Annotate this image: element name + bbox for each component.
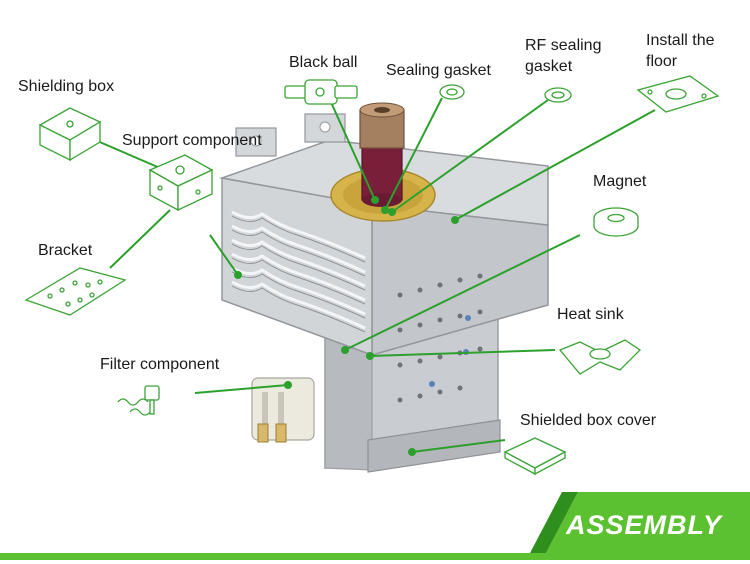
banner-title: ASSEMBLY	[566, 510, 723, 540]
heat-sink-fins	[231, 210, 366, 330]
leader-heat-sink	[369, 349, 556, 357]
label-support-component: Support component	[122, 132, 262, 149]
leader-support-component	[209, 234, 239, 276]
rf-sealing-gasket-icon	[544, 87, 572, 103]
shielded-box-cover-icon	[504, 437, 566, 476]
label-filter-component: Filter component	[100, 356, 220, 373]
assembly-banner	[0, 492, 750, 560]
support-component-icon	[148, 154, 214, 212]
leader-shielded-box-cover	[411, 439, 506, 453]
heat-sink-icon	[558, 339, 642, 375]
antenna-body	[361, 139, 403, 201]
magnet-icon	[593, 207, 639, 237]
label-bracket: Bracket	[38, 242, 93, 259]
leader-magnet	[344, 234, 581, 351]
label-heat-sink: Heat sink	[557, 306, 624, 323]
label-shielding-box: Shielding box	[18, 78, 115, 95]
label-rf-sealing-gasket: RF sealing gasket	[525, 37, 602, 75]
leader-shielding-box	[94, 139, 161, 169]
label-sealing-gasket: Sealing gasket	[386, 62, 491, 79]
side-panel-holes	[397, 273, 483, 403]
shielding-box-icon	[38, 107, 102, 162]
label-install-the-floor: Install the floor	[646, 32, 715, 70]
leader-sealing-gasket	[384, 97, 443, 211]
magnetron	[219, 102, 549, 473]
install-floor-icon	[636, 75, 720, 113]
magnetron-lower-front	[324, 337, 373, 471]
leader-dots	[234, 196, 459, 456]
bracket-icon	[24, 267, 127, 316]
shielded-box-cover-part	[367, 419, 501, 473]
filter-component-icon	[117, 385, 160, 416]
black-ball-icon	[284, 79, 358, 105]
label-black-ball: Black ball	[289, 54, 358, 71]
leader-rf-sealing-gasket	[391, 99, 549, 213]
leader-lines	[94, 97, 656, 453]
leader-bracket	[109, 209, 171, 269]
label-shielded-box-cover: Shielded box cover	[520, 412, 657, 429]
leader-black-ball	[329, 99, 376, 201]
leader-filter-component	[194, 384, 289, 394]
label-magnet: Magnet	[593, 173, 647, 190]
leader-install-the-floor	[454, 109, 656, 221]
sealing-gasket-icon	[439, 84, 465, 100]
